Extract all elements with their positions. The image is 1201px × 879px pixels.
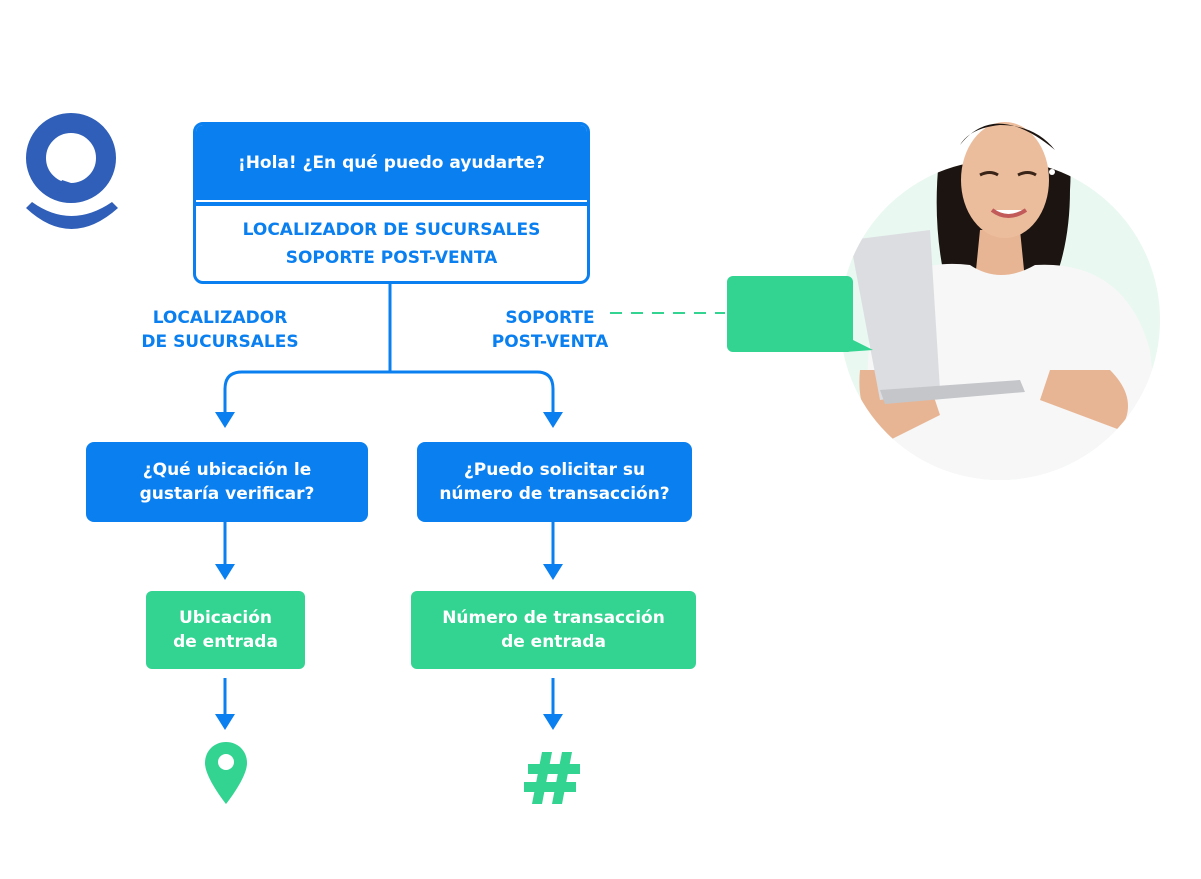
support-agent-illustration bbox=[840, 122, 1160, 480]
root-options: LOCALIZADOR DE SUCURSALES SOPORTE POST-V… bbox=[196, 206, 587, 281]
right-branch-label: SOPORTE POST-VENTA bbox=[491, 308, 609, 352]
root-node: ¡Hola! ¿En qué puedo ayudarte? LOCALIZAD… bbox=[193, 122, 590, 284]
hashtag-icon bbox=[524, 752, 580, 804]
chat-logo-icon bbox=[26, 113, 118, 229]
right-question-node: ¿Puedo solicitar su número de transacció… bbox=[417, 442, 692, 522]
right-input-node: Número de transacción de entrada bbox=[411, 591, 696, 669]
root-divider bbox=[196, 202, 587, 206]
root-greeting: ¡Hola! ¿En qué puedo ayudarte? bbox=[196, 125, 587, 200]
left-question-node: ¿Qué ubicación le gustaría verificar? bbox=[86, 442, 368, 522]
map-pin-icon bbox=[205, 742, 247, 804]
left-branch-label: LOCALIZADOR DE SUCURSALES bbox=[141, 308, 299, 352]
left-input-node: Ubicación de entrada bbox=[146, 591, 305, 669]
root-option-branch-locator: LOCALIZADOR DE SUCURSALES bbox=[242, 220, 541, 240]
chat-bubble-icon bbox=[727, 276, 873, 352]
root-option-post-sale-support: SOPORTE POST-VENTA bbox=[285, 248, 498, 268]
